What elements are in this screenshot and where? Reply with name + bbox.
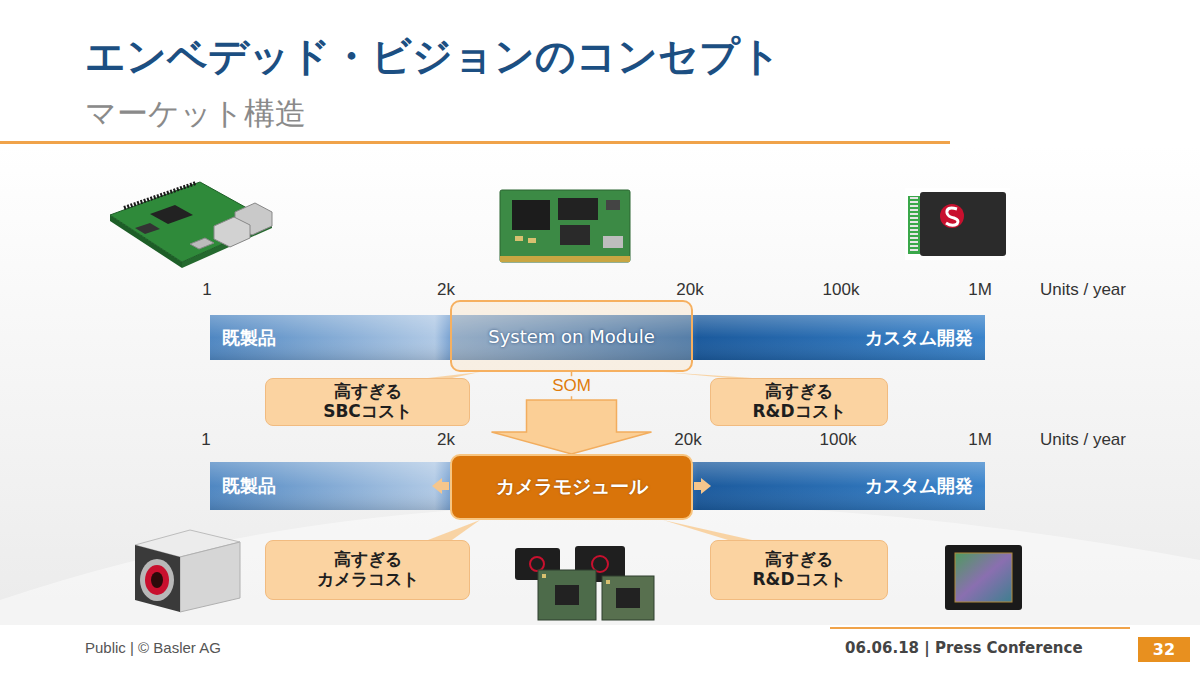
chip — [135, 223, 160, 234]
chip — [150, 205, 193, 224]
scale-tick: 1 — [201, 430, 210, 450]
scale-tick: 2k — [437, 280, 455, 300]
node-text: カスタム開発 — [865, 474, 973, 498]
node-text: System on Module — [488, 326, 654, 347]
mount-hole — [606, 580, 610, 584]
scale-tick: 1M — [968, 280, 992, 300]
scale-tick: 100k — [820, 430, 857, 450]
expand-arrow — [432, 478, 449, 494]
camera-side — [180, 542, 240, 612]
node-text: 高すぎる R&Dコスト — [752, 382, 845, 421]
mount-hole — [542, 574, 546, 578]
scale-tick: 2k — [437, 430, 455, 450]
cost-callout: 高すぎる R&Dコスト — [710, 540, 888, 600]
node-text: 高すぎる カメラコスト — [317, 550, 419, 589]
sensor-package — [945, 545, 1022, 610]
cost-callout: 高すぎる R&Dコスト — [710, 378, 888, 426]
som-highlight: System on Module — [450, 300, 693, 372]
footer-rule — [830, 627, 1130, 629]
node-text: カスタム開発 — [865, 326, 973, 350]
processor-chip-photo — [905, 188, 1010, 260]
footer-copyright: Public | © Basler AG — [85, 639, 221, 656]
market-band: 既製品 カスタム開発 カメラモジュール — [210, 462, 985, 510]
camera-modules-photo — [515, 546, 654, 620]
lens-ring — [530, 557, 544, 571]
gpio-header — [124, 183, 196, 208]
page-number-box: 32 — [1138, 637, 1190, 662]
cost-callout: 高すぎる カメラコスト — [265, 540, 470, 600]
chip — [558, 198, 598, 220]
camera-module-box: カメラモジュール — [450, 454, 693, 520]
chip — [512, 200, 550, 230]
chip-logo-mark — [946, 208, 958, 225]
photo-ground — [905, 188, 1010, 260]
axis-unit: Units / year — [1040, 430, 1126, 450]
component — [606, 200, 620, 210]
component — [515, 236, 523, 241]
node-text: 既製品 — [222, 474, 276, 498]
scale-tick: 1M — [968, 430, 992, 450]
node-text: 32 — [1153, 640, 1175, 659]
slide-subtitle: マーケット構造 — [85, 96, 306, 132]
content-ground — [0, 146, 1200, 625]
board — [500, 190, 630, 262]
node-text: 既製品 — [222, 326, 276, 350]
chip — [560, 225, 590, 245]
image-sensor-photo — [945, 545, 1022, 610]
som-board-photo — [500, 190, 630, 262]
module-board — [538, 570, 596, 620]
chip-pins — [910, 197, 918, 253]
flow-arrow — [492, 372, 652, 454]
ground-swoosh — [0, 504, 1200, 625]
expand-arrow — [694, 478, 711, 494]
node-text: 高すぎる R&Dコスト — [752, 550, 845, 589]
board — [110, 182, 272, 262]
connector — [603, 236, 623, 248]
industrial-camera-photo — [135, 530, 240, 612]
title-rule — [0, 141, 950, 144]
node-text: カメラモジュール — [496, 474, 648, 500]
footer-date: 06.06.18 | Press Conference — [845, 640, 1083, 657]
module-board — [602, 576, 654, 620]
node-text: 高すぎる SBCコスト — [323, 382, 412, 421]
lens — [151, 572, 163, 588]
component — [528, 238, 536, 243]
chip-logo — [940, 204, 964, 228]
edge-label: SOM — [548, 376, 595, 396]
callout-pointer — [663, 520, 752, 540]
ethernet-port — [214, 217, 250, 247]
camera-front — [135, 545, 180, 612]
lens-mount — [140, 559, 174, 601]
scale-tick: 100k — [823, 280, 860, 300]
lens-ring — [145, 565, 169, 595]
edge-contacts — [500, 256, 630, 262]
market-band: 既製品 カスタム開発 System on Module — [210, 315, 985, 360]
axis-unit: Units / year — [1040, 280, 1126, 300]
slide-title: エンベデッド・ビジョンのコンセプト — [85, 34, 781, 78]
callout-pointer — [428, 520, 480, 540]
sensor-die — [955, 553, 1012, 602]
cost-callout: 高すぎる SBCコスト — [265, 378, 470, 426]
image-sensor — [555, 585, 579, 605]
chip-pins — [908, 196, 920, 254]
connector — [190, 238, 214, 249]
image-sensor — [616, 588, 640, 608]
scale-tick: 20k — [676, 280, 703, 300]
scale-tick: 1 — [202, 280, 211, 300]
chip-package — [920, 192, 1006, 256]
raspberry-pi-photo — [110, 182, 272, 268]
scale-tick: 20k — [674, 430, 701, 450]
